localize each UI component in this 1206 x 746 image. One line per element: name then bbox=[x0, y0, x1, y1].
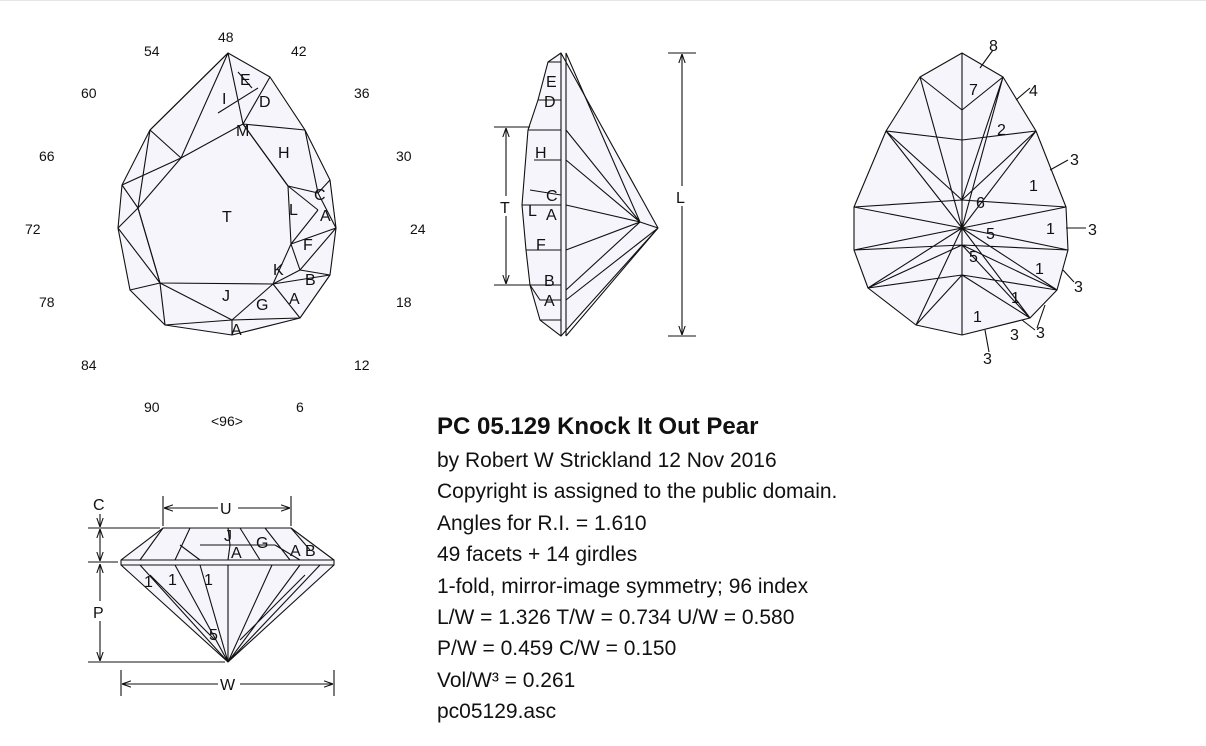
dimension-label: P bbox=[93, 605, 104, 622]
crown-facet-label: J bbox=[222, 288, 230, 305]
side-facet-label: F bbox=[536, 237, 546, 254]
crown-facet-label: K bbox=[273, 262, 284, 279]
design-info-block: PC 05.129 Knock It Out Pear by Robert W … bbox=[437, 410, 1177, 728]
pavilion-view: 7 2 1 6 5 1 5 1 1 1 8 4 3 3 3 3 3 3 bbox=[853, 38, 1097, 368]
side-facet-label: D bbox=[544, 94, 556, 111]
pavilion-facet-label: 1 bbox=[1035, 261, 1044, 278]
crown-facet-label: D bbox=[259, 94, 271, 111]
pavilion-facet-label: 1 bbox=[1011, 290, 1020, 307]
side-facet-label: B bbox=[544, 273, 555, 290]
copyright-line: Copyright is assigned to the public doma… bbox=[437, 480, 838, 504]
pavilion-facet-label: 1 bbox=[1046, 221, 1055, 238]
crown-facet-label: E bbox=[240, 72, 251, 89]
crown-facet-label: H bbox=[278, 145, 290, 162]
index-label: 60 bbox=[81, 85, 97, 101]
pavilion-facet-label: 6 bbox=[976, 195, 985, 212]
crown-facet-label: A bbox=[289, 291, 300, 308]
girdle-label: 3 bbox=[1074, 279, 1083, 296]
side-view: T L E D H C L A F B A bbox=[494, 52, 696, 337]
profile-facet-label: A bbox=[231, 545, 242, 562]
crown-facet-label: L bbox=[289, 202, 298, 219]
profile-facet-label: 1 bbox=[168, 572, 177, 589]
girdle-label: 3 bbox=[1010, 327, 1019, 344]
side-facet-label: H bbox=[535, 145, 547, 162]
girdle-label: 4 bbox=[1029, 83, 1038, 100]
girdle-label: 3 bbox=[983, 351, 992, 368]
index-label: 84 bbox=[81, 357, 97, 373]
index-label: 72 bbox=[25, 221, 41, 237]
girdle-label: 3 bbox=[1088, 222, 1097, 239]
pavilion-facet-label: 5 bbox=[969, 249, 978, 266]
dimension-label: C bbox=[93, 497, 105, 514]
pavilion-facet-label: 1 bbox=[973, 309, 982, 326]
profile-facet-label: G bbox=[256, 535, 268, 552]
index-label: 30 bbox=[396, 148, 412, 164]
ratio-line-1: L/W = 1.326 T/W = 0.734 U/W = 0.580 bbox=[437, 606, 795, 630]
index-wheel: 48 42 36 30 24 18 12 6 <96> 90 84 78 72 … bbox=[25, 29, 426, 429]
pavilion-facet-label: 2 bbox=[997, 122, 1006, 139]
side-outline bbox=[521, 52, 659, 337]
index-label: 78 bbox=[39, 294, 55, 310]
volume-line: Vol/W³ = 0.261 bbox=[437, 668, 576, 692]
crown-facet-label: I bbox=[222, 91, 226, 108]
pavilion-facet-label: 7 bbox=[969, 82, 978, 99]
index-label: 42 bbox=[291, 43, 307, 59]
profile-facet-label: A bbox=[290, 543, 301, 560]
index-label: 24 bbox=[410, 221, 426, 237]
refractive-index-line: Angles for R.I. = 1.610 bbox=[437, 511, 647, 535]
index-label: 66 bbox=[39, 148, 55, 164]
filename-line: pc05129.asc bbox=[437, 700, 557, 724]
profile-facet-label: B bbox=[305, 543, 316, 560]
table-facet bbox=[137, 123, 292, 285]
profile-view: U C P W J A G A B 1 1 1 5 bbox=[88, 496, 335, 696]
crown-facet-label: G bbox=[256, 297, 268, 314]
crown-facet-label: C bbox=[314, 187, 326, 204]
pavilion-facet-label: 1 bbox=[1029, 178, 1038, 195]
dimension-label: U bbox=[220, 501, 232, 518]
index-label: 6 bbox=[296, 399, 304, 415]
crown-facet-label: A bbox=[320, 208, 331, 225]
girdle-label: 8 bbox=[989, 38, 998, 55]
crown-view: E I D M H T C L A F K B J G A A bbox=[117, 52, 337, 339]
ratio-line-2: P/W = 0.459 C/W = 0.150 bbox=[437, 637, 677, 661]
dimension-label: W bbox=[220, 677, 236, 694]
side-facet-label: A bbox=[546, 207, 557, 224]
side-facet-label: A bbox=[544, 293, 555, 310]
top-border bbox=[0, 0, 1206, 1]
profile-facet-label: J bbox=[224, 528, 232, 545]
dimension-label: T bbox=[500, 200, 510, 217]
profile-facet-label: 5 bbox=[209, 627, 218, 644]
author-line: by Robert W Strickland 12 Nov 2016 bbox=[437, 449, 777, 472]
facet-count-line: 49 facets + 14 girdles bbox=[437, 543, 638, 567]
girdle-label: 3 bbox=[1070, 152, 1079, 169]
index-label: 36 bbox=[354, 85, 370, 101]
crown-facet-label: F bbox=[303, 237, 313, 254]
pavilion-facet-label: 5 bbox=[986, 226, 995, 243]
design-title: PC 05.129 Knock It Out Pear bbox=[437, 413, 759, 440]
index-label: 90 bbox=[144, 399, 160, 415]
crown-facet-label: B bbox=[305, 272, 316, 289]
index-label: <96> bbox=[211, 413, 243, 429]
index-label: 54 bbox=[144, 43, 160, 59]
side-facet-label: L bbox=[528, 203, 537, 220]
dimension-label: L bbox=[676, 190, 685, 207]
profile-facet-label: 1 bbox=[144, 574, 153, 591]
index-label: 12 bbox=[354, 357, 370, 373]
symmetry-line: 1-fold, mirror-image symmetry; 96 index bbox=[437, 574, 809, 598]
crown-facet-label: A bbox=[231, 322, 242, 339]
crown-facet-label: T bbox=[222, 209, 232, 226]
side-facet-label: E bbox=[546, 74, 557, 91]
crown-facet-label: M bbox=[236, 123, 249, 140]
index-label: 18 bbox=[396, 294, 412, 310]
girdle-label: 3 bbox=[1036, 325, 1045, 342]
profile-facet-label: 1 bbox=[204, 572, 213, 589]
index-label: 48 bbox=[218, 29, 234, 45]
side-facet-label: C bbox=[546, 188, 558, 205]
